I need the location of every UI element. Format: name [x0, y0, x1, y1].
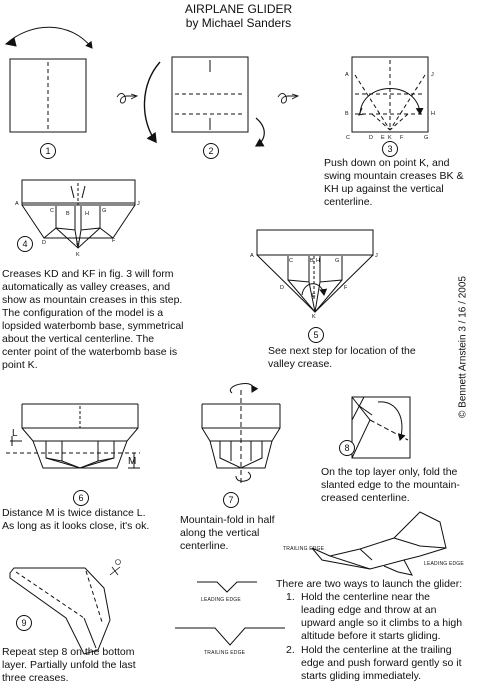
step5-diagram	[256, 229, 374, 313]
point-label: E	[312, 293, 316, 299]
launch-item: 1. Hold the centerline near the leading …	[286, 591, 463, 642]
point-label: K	[388, 135, 392, 141]
distance-label-l: L	[12, 428, 18, 439]
diagram-title: AIRPLANE GLIDER	[184, 2, 293, 16]
point-label: G	[424, 135, 429, 141]
step4-diagram	[21, 179, 136, 249]
step9-diagram	[9, 559, 121, 655]
point-label: B	[345, 111, 349, 117]
step-number: 6	[73, 490, 89, 506]
step-number: 3	[382, 141, 398, 157]
point-label: B	[66, 211, 70, 217]
point-label: K	[312, 314, 316, 320]
point-label: J	[137, 201, 140, 207]
step-number: 8	[339, 440, 355, 456]
point-label: H	[85, 211, 89, 217]
caption-step6: Distance M is twice distance L.As long a…	[2, 507, 150, 532]
point-label: D	[42, 240, 46, 246]
point-label: E	[76, 241, 80, 247]
step-number: 9	[16, 615, 32, 631]
step-number: 1	[40, 143, 56, 159]
step2-diagram	[143, 56, 300, 147]
point-label: G	[335, 258, 340, 264]
launch-intro: There are two ways to launch the glider:	[276, 578, 463, 590]
point-label: F	[400, 135, 404, 141]
point-label: A	[250, 253, 254, 259]
point-label: A	[345, 72, 349, 78]
launch-item: 2. Hold the centerline at the trailing e…	[286, 644, 462, 682]
point-label: E	[381, 135, 385, 141]
point-label: H	[431, 111, 435, 117]
step-number: 4	[17, 236, 33, 252]
point-label: F	[344, 285, 348, 291]
copyright-notice: © Bennett Arnstein 3 / 16 / 2005	[457, 276, 469, 418]
point-label: D	[280, 285, 284, 291]
point-label: B	[310, 258, 314, 264]
step8-diagram	[351, 396, 411, 459]
glider-trailing-edge-label: TRAILING EDGE	[283, 546, 325, 552]
point-label: H	[316, 258, 320, 264]
point-label: C	[289, 258, 293, 264]
step-number: 2	[203, 143, 219, 159]
point-label: C	[50, 208, 54, 214]
step3-diagram	[351, 56, 429, 133]
point-label: F	[112, 238, 116, 244]
leading-edge-label: LEADING EDGE	[201, 597, 241, 603]
step-number: 7	[223, 492, 239, 508]
point-label: D	[369, 135, 373, 141]
glider-leading-edge-label: LEADING EDGE	[424, 561, 464, 567]
point-label: A	[15, 201, 19, 207]
point-label: C	[346, 135, 350, 141]
point-label: G	[102, 208, 107, 214]
trailing-edge-label: TRAILING EDGE	[204, 650, 246, 656]
step1-diagram	[4, 26, 139, 133]
step7-diagram	[201, 383, 281, 485]
edge-profiles	[175, 581, 285, 646]
point-label: K	[76, 252, 80, 258]
distance-label-m: M	[128, 456, 137, 467]
step6-diagram	[6, 403, 140, 469]
point-label: J	[431, 72, 434, 78]
author-line: by Michael Sanders	[185, 16, 292, 30]
step-number: 5	[308, 327, 324, 343]
glider-illustration	[311, 511, 447, 576]
point-label: J	[375, 253, 378, 259]
